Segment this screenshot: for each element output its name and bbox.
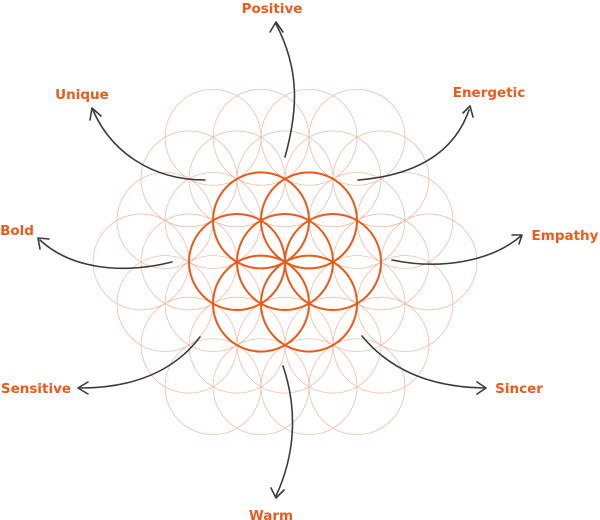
arrow-warm-head [270,487,285,499]
arrow-positive-head [269,21,284,33]
label-empathy: Empathy [532,228,599,244]
label-unique: Unique [55,87,109,103]
arrow-sincer [361,335,485,389]
arrow-bold-head [37,237,50,250]
arrow-unique [92,109,206,181]
arrow-sensitive-head [77,381,89,395]
core-circle [284,213,382,311]
arrow-unique-head [89,107,102,121]
arrow-sensitive [79,336,201,389]
arrow-energetic [357,109,470,181]
label-sensitive: Sensitive [1,381,71,397]
arrow-empathy [391,235,522,265]
label-positive: Positive [242,1,303,17]
arrow-warm [275,365,294,497]
label-sincer: Sincer [495,381,543,397]
flower-pattern-core [188,171,382,353]
label-warm: Warm [249,508,293,520]
arrow-bold [39,239,173,270]
label-energetic: Energetic [453,85,526,101]
arrow-sincer-head [476,381,487,395]
arrow-positive [275,23,296,158]
arrow-group [37,21,523,499]
arrow-energetic-head [462,105,474,118]
label-bold: Bold [0,223,34,239]
arrow-empathy-head [511,234,523,245]
